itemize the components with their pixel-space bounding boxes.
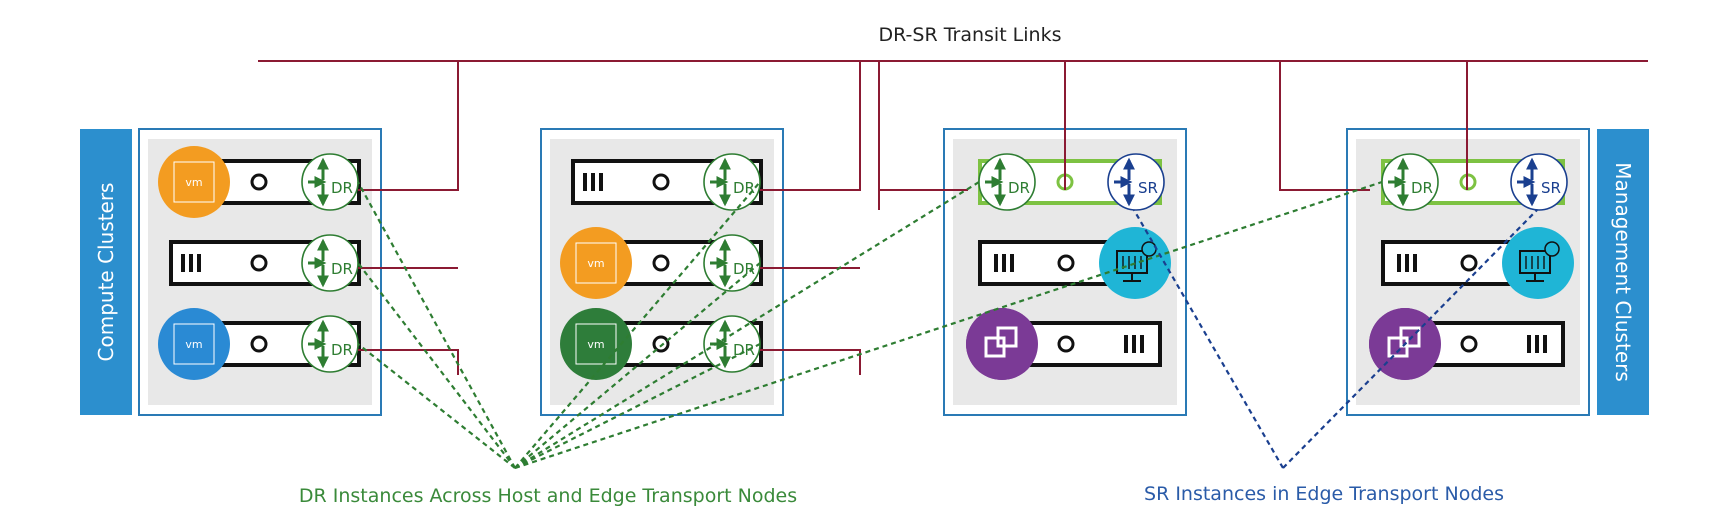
disk-bar: [583, 173, 587, 191]
server-row: vm DR: [560, 308, 763, 380]
vm-icon: vm: [158, 146, 230, 218]
monitor-icon: [1099, 227, 1171, 299]
transit-links: [358, 61, 1468, 375]
cluster-4: DR SR: [1346, 128, 1590, 416]
disk-bar: [1397, 254, 1401, 272]
disk-bar: [197, 254, 201, 272]
sr-router-icon: SR: [1107, 153, 1165, 211]
compute-clusters-bar: Compute Clusters: [80, 129, 132, 415]
server-row: vm DR: [158, 146, 361, 218]
disk-bar: [1413, 254, 1417, 272]
sr-caption: SR Instances in Edge Transport Nodes: [1144, 483, 1504, 505]
dr-pointer-line: [514, 343, 761, 469]
status-ring: [652, 335, 670, 353]
disk-bar: [189, 254, 193, 272]
disk-bar: [1543, 335, 1547, 353]
dr-label: DR: [331, 341, 353, 359]
vm-label: vm: [185, 338, 202, 351]
disk-bar: [599, 173, 603, 191]
dr-caption: DR Instances Across Host and Edge Transp…: [299, 485, 797, 507]
status-ring: [652, 254, 670, 272]
dr-label: DR: [1008, 179, 1030, 197]
dr-label: DR: [733, 341, 755, 359]
server-row: DR SR: [978, 153, 1165, 211]
sr-label: SR: [1138, 179, 1158, 197]
vm-icon: vm: [560, 227, 632, 299]
status-ring: [250, 173, 268, 191]
vm-icon: vm: [158, 308, 230, 380]
disk-bar: [591, 173, 595, 191]
dr-label: DR: [733, 179, 755, 197]
status-ring: [250, 254, 268, 272]
dr-label: DR: [733, 260, 755, 278]
sr-router-icon: SR: [1510, 153, 1568, 211]
dr-pointer-line: [357, 181, 516, 469]
transit-link: [760, 349, 861, 375]
dr-router-icon: DR: [703, 153, 761, 211]
transit-link: [760, 61, 861, 191]
server-row: DR: [571, 153, 763, 211]
nsx-edge-icon: [966, 308, 1038, 380]
vm-label: vm: [587, 338, 604, 351]
pointer-lines: [357, 180, 1538, 470]
sr-pointer-line: [1282, 209, 1538, 469]
dr-label: DR: [1411, 179, 1433, 197]
disk-bar: [1405, 254, 1409, 272]
status-ring: [1057, 254, 1075, 272]
disk-bar: [1535, 335, 1539, 353]
disk-bar: [994, 254, 998, 272]
disk-bar: [1132, 335, 1136, 353]
sr-pointer-line: [1133, 209, 1284, 469]
dr-pointer-line: [514, 181, 980, 469]
server-row: [1381, 227, 1574, 299]
transit-link: [358, 61, 459, 191]
disk-bar: [1140, 335, 1144, 353]
disk-bar: [1010, 254, 1014, 272]
compute-clusters-label: Compute Clusters: [94, 183, 118, 362]
status-ring: [652, 173, 670, 191]
disk-bar: [1002, 254, 1006, 272]
server-row: DR: [169, 234, 361, 292]
management-clusters-label: Management Clusters: [1611, 162, 1635, 382]
server-row: [966, 308, 1162, 380]
transit-link: [358, 349, 459, 375]
dr-pointer-line: [357, 262, 516, 469]
status-ring: [1460, 335, 1478, 353]
status-ring: [1057, 335, 1075, 353]
server-row: vm DR: [560, 227, 763, 299]
dr-router-icon: DR: [301, 153, 359, 211]
dr-pointer-line: [357, 343, 516, 469]
disk-bar: [1527, 335, 1531, 353]
vm-label: vm: [185, 176, 202, 189]
server-row: [978, 227, 1171, 299]
dr-label: DR: [331, 179, 353, 197]
dr-router-icon: DR: [978, 153, 1036, 211]
server-row: DR SR: [1381, 153, 1568, 211]
dr-label: DR: [331, 260, 353, 278]
transit-link: [1279, 61, 1370, 191]
management-clusters-bar: Management Clusters: [1597, 129, 1649, 415]
monitor-icon: [1502, 227, 1574, 299]
vm-icon: vm: [560, 308, 632, 380]
status-ring: [250, 335, 268, 353]
dr-router-icon: DR: [1381, 153, 1439, 211]
dr-router-icon: DR: [301, 234, 359, 292]
dr-router-icon: DR: [703, 234, 761, 292]
transit-links-title: DR-SR Transit Links: [878, 24, 1061, 46]
disk-bar: [1124, 335, 1128, 353]
vm-label: vm: [587, 257, 604, 270]
dr-router-icon: DR: [301, 315, 359, 373]
dr-router-icon: DR: [703, 315, 761, 373]
sr-label: SR: [1541, 179, 1561, 197]
dr-pointer-line: [514, 180, 1383, 470]
status-ring: [1460, 254, 1478, 272]
disk-bar: [181, 254, 185, 272]
server-row: vm DR: [158, 308, 361, 380]
